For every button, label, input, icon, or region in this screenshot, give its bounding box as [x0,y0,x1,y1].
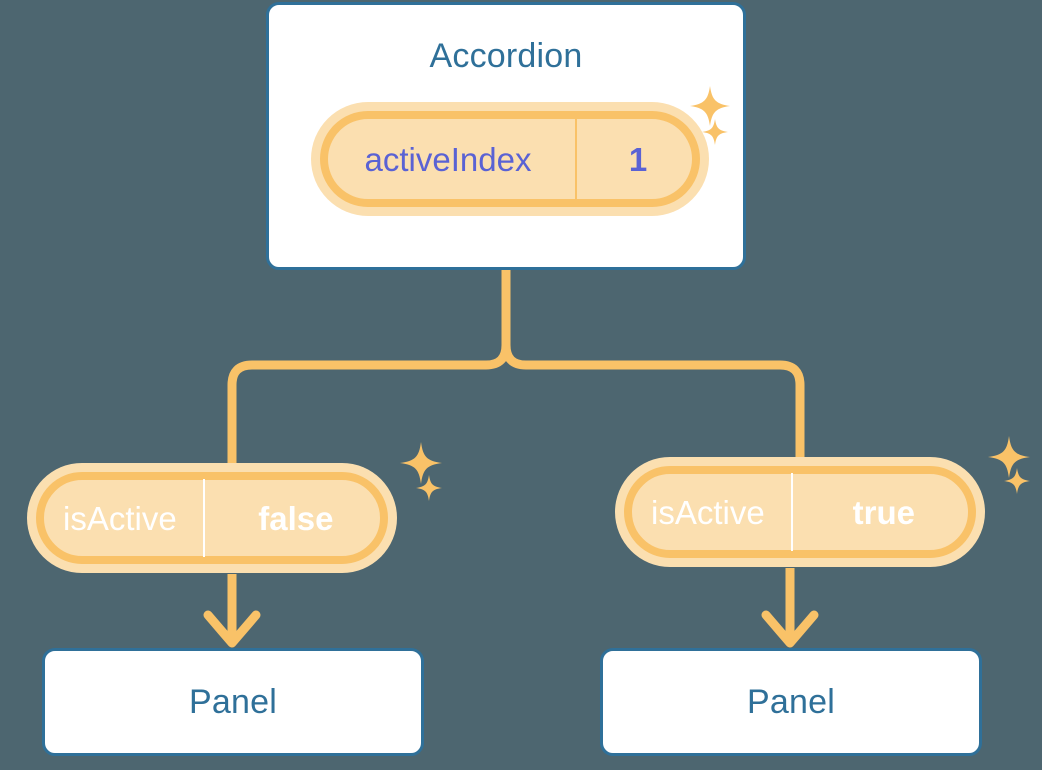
state-pill-divider [790,473,793,551]
arrow-down-head-right-icon [761,610,819,648]
state-pill-key: activeIndex [364,140,532,178]
tree-connector-branch-right-icon [501,340,805,469]
state-pill-key: isActive [651,493,765,531]
sparkle-four-point-small-icon [1002,466,1032,496]
component-card-accordion[interactable]: Accordion activeIndex 1 [266,2,746,270]
state-pill-is-active-false[interactable]: isActive false [27,463,397,573]
component-card-panel-right[interactable]: Panel [600,648,982,756]
component-card-title: Panel [189,683,277,721]
arrow-down-head-left-icon [203,610,261,648]
state-pill-value: true [852,493,916,531]
state-pill-divider [575,118,577,200]
state-pill-is-active-true[interactable]: isActive true [615,457,985,567]
tree-connector-icon [227,265,511,475]
sparkle-four-point-large-icon [688,84,732,128]
state-pill-divider [202,479,205,557]
state-pill-active-index[interactable]: activeIndex 1 [311,102,709,216]
component-card-title: Panel [747,683,835,721]
component-card-panel-left[interactable]: Panel [42,648,424,756]
state-pill-value: 1 [628,140,648,178]
sparkle-four-point-small-icon [700,117,730,147]
page-title: Accordion [429,37,583,75]
state-pill-value: false [258,499,334,537]
sparkle-four-point-large-icon [986,434,1032,480]
state-pill-key: isActive [63,499,177,537]
sparkle-four-point-small-icon [414,473,444,503]
